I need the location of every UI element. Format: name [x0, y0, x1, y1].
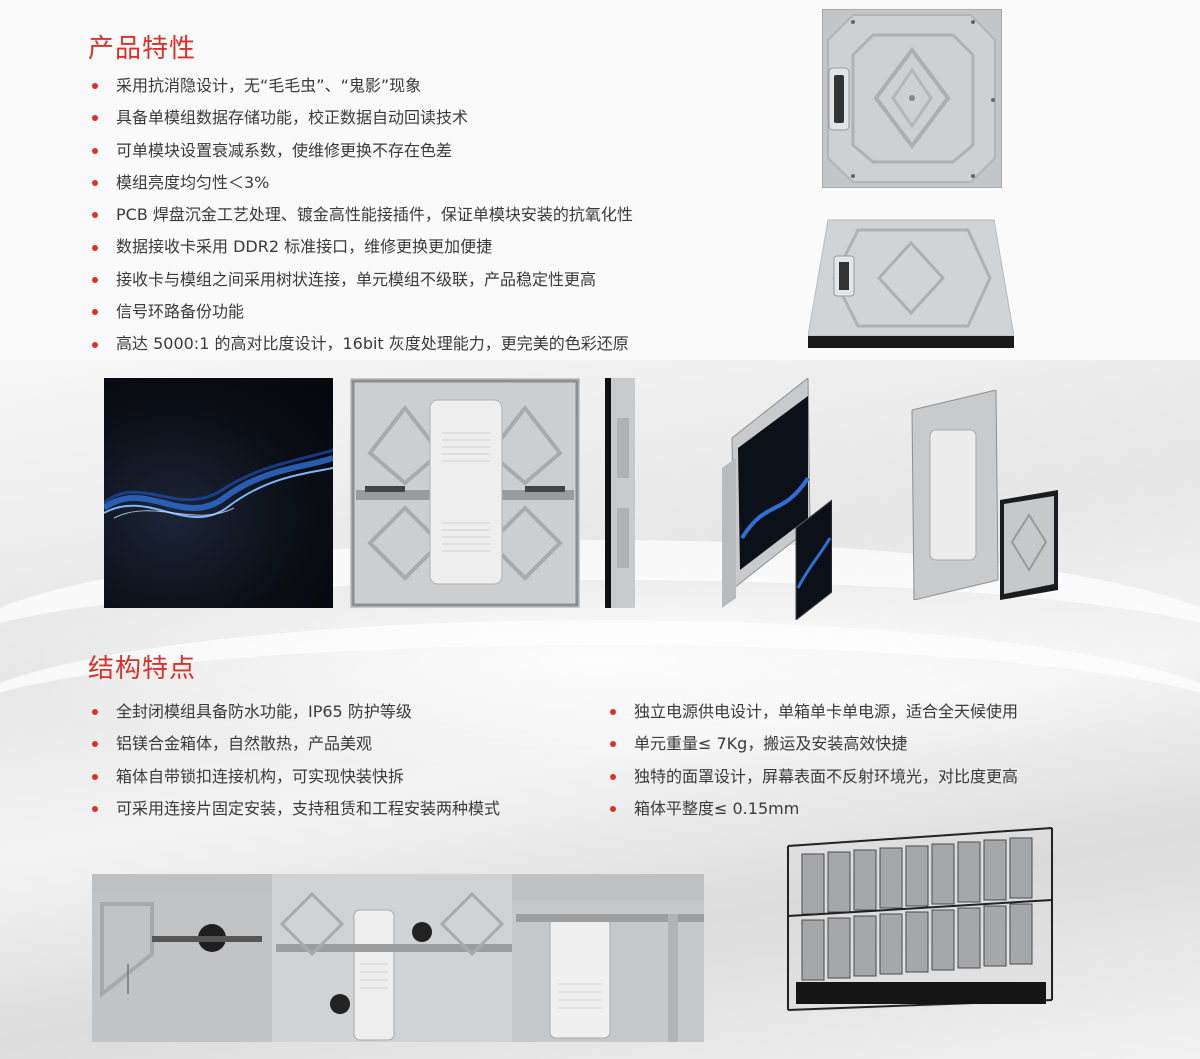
cabinet-rack-drawing: [786, 826, 1054, 1012]
list-item: 独特的面罩设计，屏幕表面不反射环境光，对比度更高: [606, 761, 1166, 793]
structure-title: 结构特点: [88, 654, 197, 684]
cabinet-rear-image: [350, 378, 580, 608]
list-item: PCB 焊盘沉金工艺处理、镀金高性能接插件，保证单模块安装的抗氧化性: [88, 199, 788, 231]
list-item: 高达 5000:1 的高对比度设计，16bit 灰度处理能力，更完美的色彩还原: [88, 328, 788, 360]
list-item: 铝镁合金箱体，自然散热，产品美观: [88, 728, 608, 760]
list-item: 模组亮度均匀性＜3%: [88, 167, 788, 199]
cabinet-detail-drawing: [92, 874, 704, 1042]
blue-light-wave-drawing: [102, 448, 334, 519]
list-item: 箱体平整度≤ 0.15mm: [606, 793, 1166, 825]
list-item: 单元重量≤ 7Kg，搬运及安装高效快捷: [606, 728, 1166, 760]
list-item: 全封闭模组具备防水功能，IP65 防护等级: [88, 696, 608, 728]
cabinet-side-drawing: [605, 378, 635, 608]
cabinet-rack-image: [786, 826, 1054, 1012]
features-list: 采用抗消隐设计，无“毛毛虫”、“鬼影”现象 具备单模组数据存储功能，校正数据自动…: [88, 70, 788, 361]
panel-drawing: [827, 14, 996, 183]
list-item: 可采用连接片固定安装，支持租赁和工程安装两种模式: [88, 793, 608, 825]
list-item: 采用抗消隐设计，无“毛毛虫”、“鬼影”现象: [88, 70, 788, 102]
cabinet-exploded-drawing: [722, 376, 833, 622]
panel-angled-drawing: [807, 219, 1015, 348]
cabinet-module-removed-drawing: [911, 389, 1058, 601]
cabinet-back-panel-image: [822, 9, 1002, 188]
features-title: 产品特性: [88, 34, 197, 64]
structure-list-right: 独立电源供电设计，单箱单卡单电源，适合全天候使用 单元重量≤ 7Kg，搬运及安装…: [606, 696, 1166, 825]
structure-list-left: 全封闭模组具备防水功能，IP65 防护等级 铝镁合金箱体，自然散热，产品美观 箱…: [88, 696, 608, 825]
led-screen-front-image: [102, 378, 334, 608]
list-item: 可单模块设置衰减系数，使维修更换不存在色差: [88, 135, 788, 167]
cabinet-module-removed-image: [900, 389, 1060, 601]
cabinet-rear-drawing: [351, 379, 579, 607]
list-item: 信号环路备份功能: [88, 296, 788, 328]
list-item: 具备单模组数据存储功能，校正数据自动回读技术: [88, 102, 788, 134]
list-item: 独立电源供电设计，单箱单卡单电源，适合全天候使用: [606, 696, 1166, 728]
cabinet-angled-image: [807, 218, 1015, 348]
cabinet-exploded-view-image: [712, 376, 833, 622]
cabinet-detail-strip-image: [92, 874, 704, 1042]
cabinet-side-image: [605, 378, 635, 608]
list-item: 箱体自带锁扣连接机构，可实现快装快拆: [88, 761, 608, 793]
list-item: 接收卡与模组之间采用树状连接，单元模组不级联，产品稳定性更高: [88, 264, 788, 296]
list-item: 数据接收卡采用 DDR2 标准接口，维修更换更加便捷: [88, 231, 788, 263]
